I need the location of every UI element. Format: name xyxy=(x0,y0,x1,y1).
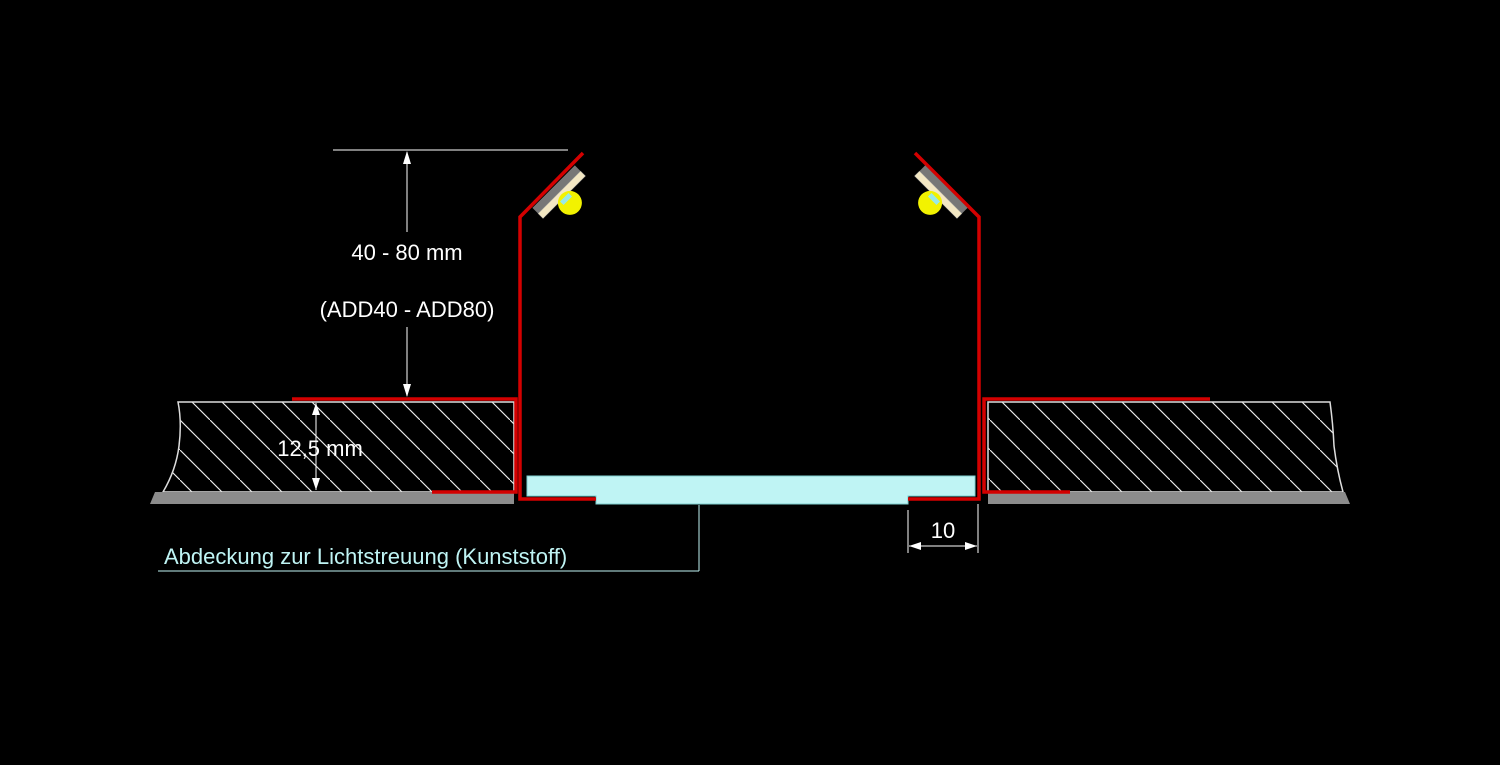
lip-arrow-right xyxy=(965,542,977,550)
model-range-label: (ADD40 - ADD80) xyxy=(320,297,495,322)
left-profile-wall xyxy=(518,151,596,501)
left-drywall-board xyxy=(161,401,515,493)
right-led-module xyxy=(914,165,968,219)
height-arrow-down xyxy=(403,384,411,397)
diffuser-cover-label: Abdeckung zur Lichtstreuung (Kunststoff) xyxy=(164,544,567,569)
thickness-arrow-down xyxy=(312,478,320,490)
right-profile-wall xyxy=(908,151,981,501)
right-plaster-strip xyxy=(988,492,1350,504)
left-led-module xyxy=(532,165,586,219)
left-profile xyxy=(292,397,518,494)
height-arrow-up xyxy=(403,151,411,164)
lip-arrow-left xyxy=(909,542,921,550)
left-led-lens xyxy=(557,190,582,215)
right-drywall-board xyxy=(987,401,1344,493)
board-thickness-label: 12,5 mm xyxy=(277,436,363,461)
right-led-lens xyxy=(918,190,943,215)
thickness-arrow-up xyxy=(312,403,320,415)
left-plaster-strip xyxy=(150,492,514,504)
height-range-label: 40 - 80 mm xyxy=(351,240,462,265)
right-profile xyxy=(982,397,1210,494)
diffuser-cover xyxy=(526,475,976,505)
lip-width-label: 10 xyxy=(931,518,955,543)
